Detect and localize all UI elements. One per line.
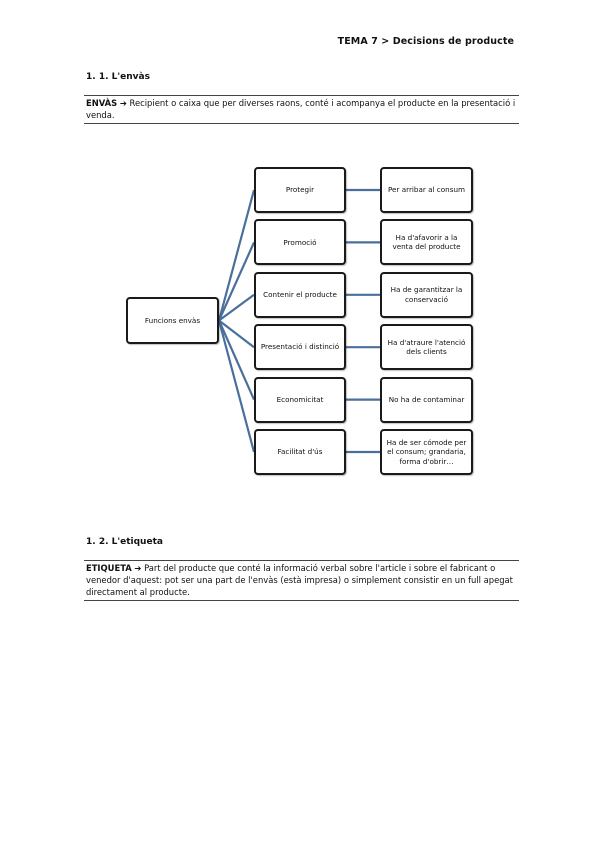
function-node: Economicitat [254,376,346,423]
root-to-function-connector [218,293,255,322]
definition-envas-text: Recipient o caixa que per diverses raons… [86,98,516,120]
root-to-function-connector [217,189,256,321]
definition-etiqueta: ETIQUETA ➔ Part del producte que conté l… [84,560,519,601]
function-node: Presentació i distinció [254,324,346,371]
function-node: Contenir el producte [254,271,346,318]
function-node: Facilitat d'ús [254,429,346,475]
root-to-function-connector [217,320,256,401]
page-header-title: TEMA 7 > Decisions de producte [337,36,514,47]
detail-node: Ha d'atraure l'atenció dels clients [380,324,473,371]
arrow-icon: ➔ [119,98,127,108]
definition-envas: ENVÀS ➔ Recipient o caixa que per divers… [84,95,519,124]
root-to-function-connector [217,241,256,321]
diagram-root-node: Funcions envàs [126,297,219,344]
term-etiqueta: ETIQUETA [86,563,132,573]
detail-node: Ha d'afavorir a la venta del producte [380,219,473,266]
term-envas: ENVÀS [86,98,118,108]
function-node: Promoció [254,219,346,266]
definition-etiqueta-text: Part del producte que conté la informaci… [86,563,513,597]
function-node: Protegir [254,167,346,213]
arrow-icon: ➔ [134,563,142,573]
detail-node: Per arribar al consum [380,167,473,213]
root-to-function-connector [217,320,256,453]
section-title-etiqueta: 1. 2. L'etiqueta [86,537,163,547]
detail-node: Ha de garantitzar la conservació [380,271,473,318]
detail-node: Ha de ser cómode per el consum; grandari… [380,429,473,475]
root-to-function-connector [218,319,255,349]
section-title-envas: 1. 1. L'envàs [86,72,150,82]
detail-node: No ha de contaminar [380,376,473,423]
